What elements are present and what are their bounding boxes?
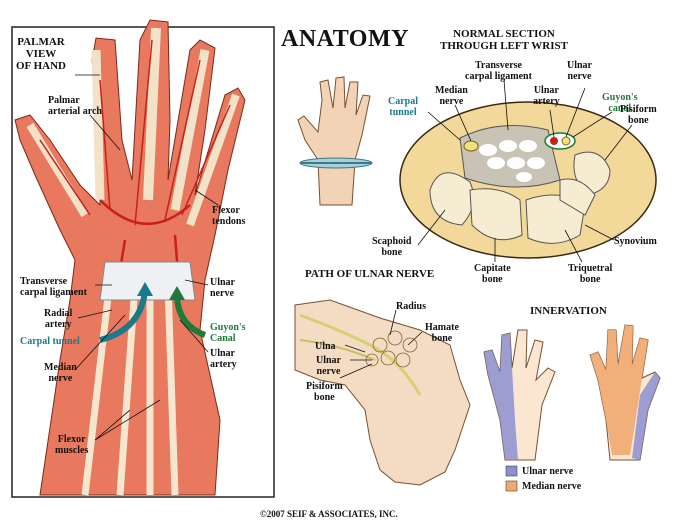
label-transverse-ligament: Transverse carpal ligament bbox=[20, 276, 87, 298]
legend-label-median: Median nerve bbox=[522, 481, 582, 492]
legend-swatch-ulnar bbox=[505, 465, 518, 477]
label-section-scaphoid: Scaphoid bone bbox=[372, 236, 412, 258]
small-hand-illustration bbox=[297, 76, 373, 206]
label-median-nerve: Median nerve bbox=[44, 362, 77, 384]
label-carpal-tunnel: Carpal tunnel bbox=[20, 336, 80, 347]
label-radial-artery: Radial artery bbox=[44, 308, 73, 330]
label-path-radius: Radius bbox=[396, 301, 427, 312]
palmar-hand-illustration bbox=[14, 19, 246, 496]
label-section-pisiform: Pisiform bone bbox=[620, 104, 657, 126]
label-palmar-arch: Palmar arterial arch bbox=[48, 95, 102, 117]
label-section-guyons-canal: Guyon's canal bbox=[602, 92, 638, 114]
label-path-pisiform: Pisiform bone bbox=[306, 381, 343, 403]
label-section-ulnar-artery: Ulnar artery bbox=[533, 85, 560, 107]
legend-label-ulnar: Ulnar nerve bbox=[522, 466, 574, 477]
copyright-notice: ©2007 SEIF & ASSOCIATES, INC. bbox=[260, 509, 398, 519]
label-flexor-tendons: Flexor tendons bbox=[212, 205, 246, 227]
label-section-synovium: Synovium bbox=[614, 236, 657, 247]
palmar-heading: PALMAR VIEW OF HAND bbox=[16, 36, 67, 72]
innervation-heading: INNERVATION bbox=[530, 305, 607, 317]
label-section-carpal-tunnel: Carpal tunnel bbox=[388, 96, 418, 118]
label-guyons-canal: Guyon's Canal bbox=[210, 322, 246, 344]
label-section-ulnar-nerve: Ulnar nerve bbox=[567, 60, 592, 82]
label-path-ulna: Ulna bbox=[315, 341, 336, 352]
section-heading: NORMAL SECTION THROUGH LEFT WRIST bbox=[440, 28, 568, 52]
page-title: ANATOMY bbox=[281, 26, 409, 52]
innervation-illustration bbox=[483, 324, 661, 492]
label-ulnar-nerve: Ulnar nerve bbox=[210, 277, 235, 299]
label-section-median-nerve: Median nerve bbox=[435, 85, 468, 107]
label-ulnar-artery: Ulnar artery bbox=[210, 348, 237, 370]
label-path-hamate: Hamate bone bbox=[425, 322, 459, 344]
label-flexor-muscles: Flexor muscles bbox=[55, 434, 89, 456]
label-section-transverse: Transverse carpal ligament bbox=[465, 60, 532, 82]
label-path-ulnar-nerve: Ulnar nerve bbox=[316, 355, 341, 377]
legend-swatch-median bbox=[505, 480, 518, 492]
wrist-section-illustration bbox=[399, 79, 657, 263]
path-heading: PATH OF ULNAR NERVE bbox=[305, 268, 435, 280]
label-section-capitate: Capitate bone bbox=[474, 263, 511, 285]
label-section-triquetral: Triquetral bone bbox=[568, 263, 613, 285]
ulnar-path-illustration bbox=[294, 299, 471, 486]
